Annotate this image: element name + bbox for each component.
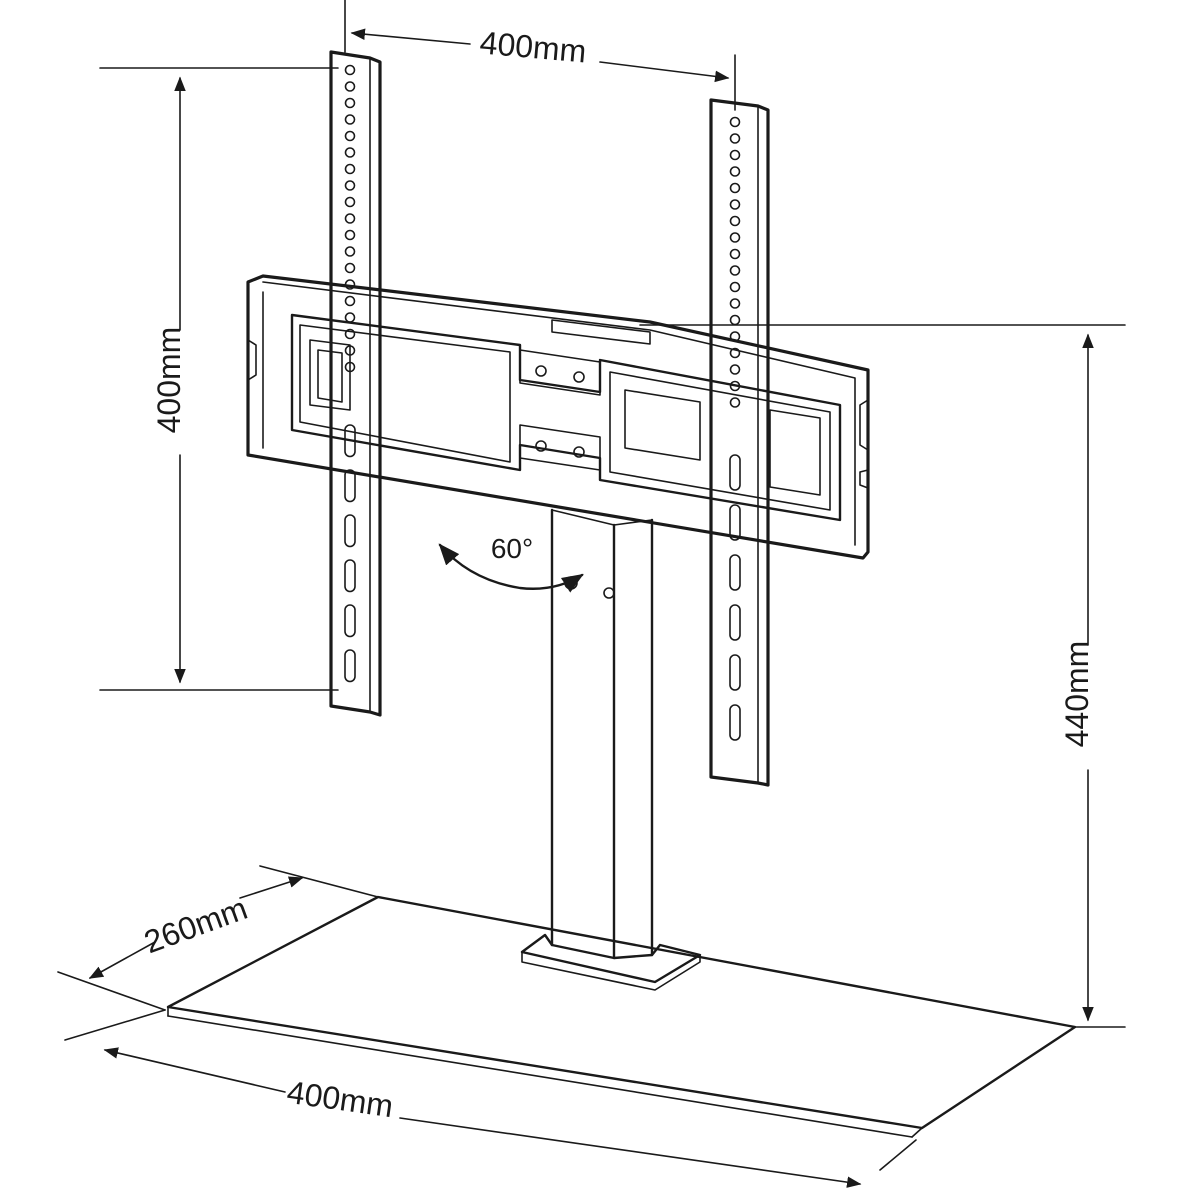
rail-hole [729, 215, 741, 227]
rail-hole [729, 182, 741, 194]
rail-hole [729, 281, 741, 293]
vesa-height-label: 400mm [151, 327, 187, 434]
rail-slot [344, 649, 356, 683]
column-bolt-hole [603, 587, 615, 599]
left-rail-holes [344, 64, 356, 683]
rail-hole [344, 64, 356, 76]
rail-hole [729, 133, 741, 144]
rail-slot [729, 504, 741, 541]
rail-hole [344, 147, 356, 158]
dimension-stand-height: 440mm [639, 324, 1126, 1028]
rail-slot [344, 424, 356, 458]
rail-hole [344, 328, 356, 340]
base-depth-label: 260mm [139, 890, 252, 960]
stand-height-label: 440mm [1059, 641, 1095, 748]
tilt-angle-label: 60° [491, 533, 533, 564]
rail-hole [344, 213, 356, 224]
rail-hole [344, 345, 356, 356]
tilt-angle-indicator: 60° [438, 533, 584, 593]
vesa-width-label: 400mm [478, 24, 587, 69]
rail-hole [729, 265, 741, 276]
rail-hole [729, 364, 741, 375]
rail-hole [344, 130, 356, 142]
rail-hole [729, 347, 741, 359]
rail-slot [729, 654, 741, 691]
rail-hole [729, 149, 741, 161]
right-rail-holes [729, 116, 741, 741]
rail-hole [729, 232, 741, 243]
rail-hole [344, 196, 356, 208]
rail-hole [729, 248, 741, 260]
rail-hole [729, 331, 741, 342]
rail-hole [729, 116, 741, 128]
rail-hole [729, 380, 741, 392]
rail-slot [344, 604, 356, 638]
left-vertical-rail [329, 50, 382, 717]
rail-hole [344, 279, 356, 290]
rail-hole [344, 361, 356, 373]
rail-hole [344, 180, 356, 191]
dimension-base-width: 400mm [64, 1009, 917, 1188]
rail-hole [344, 262, 356, 274]
right-vertical-rail [709, 98, 770, 787]
dimension-base-depth: 260mm [57, 865, 379, 1011]
rail-hole [344, 114, 356, 125]
rail-slot [344, 559, 356, 593]
rail-slot [344, 514, 356, 548]
rail-hole [729, 199, 741, 210]
rail-hole [344, 229, 356, 241]
rail-hole [344, 312, 356, 323]
rail-slot [344, 469, 356, 503]
rail-hole [729, 166, 741, 177]
rail-hole [729, 314, 741, 326]
dimension-vesa-height: 400mm [99, 67, 339, 691]
rail-hole [729, 298, 741, 309]
rail-hole [344, 295, 356, 307]
rail-hole [344, 163, 356, 175]
rail-slot [729, 704, 741, 741]
rail-hole [729, 397, 741, 408]
rail-slot [729, 554, 741, 591]
rail-slot [729, 604, 741, 641]
rail-hole [344, 81, 356, 92]
base-width-label: 400mm [285, 1074, 396, 1124]
rail-hole [344, 97, 356, 109]
rail-hole [344, 246, 356, 257]
stand-column [520, 508, 702, 991]
rail-slot [729, 454, 741, 491]
dimension-vesa-width: 400mm [344, 0, 736, 111]
horizontal-bracket [246, 274, 870, 560]
